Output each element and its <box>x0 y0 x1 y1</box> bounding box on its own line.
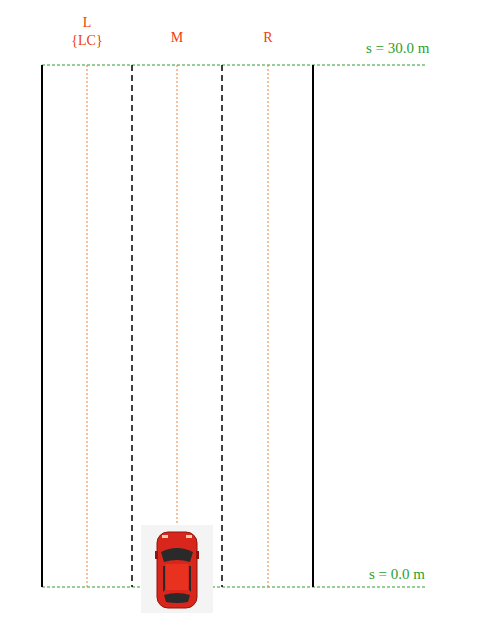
start-line <box>42 587 425 588</box>
lane-center <box>268 65 269 587</box>
distance-mark: s = 0.0 m <box>369 566 425 582</box>
road-edge <box>312 65 314 587</box>
lane-name: L <box>83 15 92 31</box>
lane-center <box>87 65 88 587</box>
end-line <box>42 65 425 66</box>
lane-name: R <box>263 30 272 46</box>
lane-divider <box>131 65 133 587</box>
distance-mark: s = 30.0 m <box>366 40 429 56</box>
road-edge <box>41 65 43 587</box>
lane-tag: {LC} <box>71 33 102 49</box>
lane-name: M <box>171 30 183 46</box>
ego-car <box>141 525 213 613</box>
lane-center <box>177 65 178 587</box>
lane-divider <box>221 65 223 587</box>
